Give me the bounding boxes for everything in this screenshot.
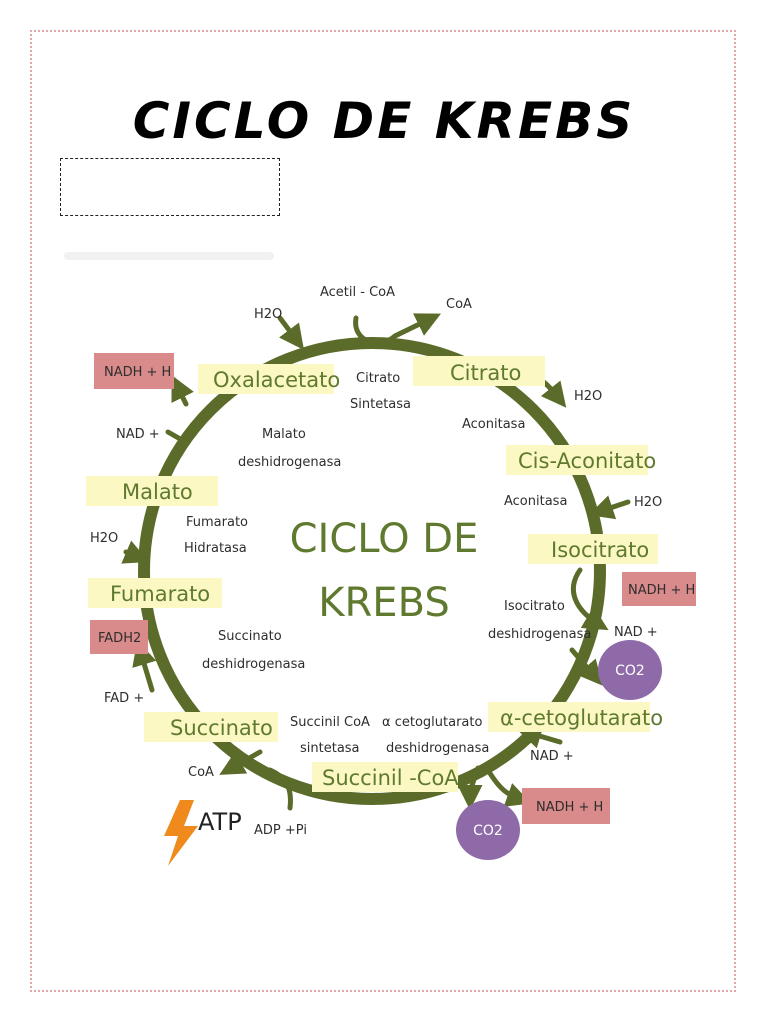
co2-alfa-label: CO2 [473,823,503,839]
oxalacetato-label: Oxalacetato [213,368,340,392]
h2o-fumarato-label: H2O [90,531,118,546]
page-border [30,30,736,992]
enzyme-isocitrato-dh-2: deshidrogenasa [488,627,591,642]
co2-iso-label: CO2 [615,663,645,679]
malato-label: Malato [122,480,193,504]
malato-box [86,476,218,506]
cis-aconitato-box [506,445,648,475]
enzyme-citrato-sintetasa-1: Citrato [356,371,400,386]
h2o-cis-label: H2O [634,495,662,510]
nad-alfa-label: NAD + [530,749,574,764]
fumarato-label: Fumarato [110,582,210,606]
succinato-box [144,712,278,742]
citrato-box [413,356,545,386]
coa-succ-label: CoA [188,765,214,780]
co2-iso-circle [598,640,662,700]
fadh2-label: FADH2 [98,631,141,646]
cycle-arrows [121,313,631,811]
fad-label: FAD + [104,691,144,706]
coa-top-label: CoA [446,297,472,312]
h2o-top-left-label: H2O [254,307,282,322]
page-title: CICLO DE KREBS [132,92,636,150]
enzyme-aconitasa-2: Aconitasa [504,494,567,509]
nad-iso-label: NAD + [614,625,658,640]
enzyme-aconitasa-1: Aconitasa [462,417,525,432]
alfa-cetoglutarato-box [488,702,650,732]
center-title-line2: KREBS [318,580,449,626]
enzyme-succinato-dh-1: Succinato [218,629,282,644]
isocitrato-label: Isocitrato [551,538,649,562]
nadh-alfa-label: NADH + H [536,800,603,815]
isocitrato-box [528,534,658,564]
acetil-coa-label: Acetil - CoA [320,285,395,300]
enzyme-succinil-coa-sintetasa-2: sintetasa [300,741,360,756]
enzyme-fumarato-hidratasa-2: Hidratasa [184,541,247,556]
enzyme-malato-dh-1: Malato [262,427,306,442]
enzyme-alfa-cetoglutarato-dh-2: deshidrogenasa [386,741,489,756]
h2o-citrato-label: H2O [574,389,602,404]
nadh-oxal-box [94,353,174,389]
enzyme-succinil-coa-sintetasa-1: Succinil CoA [290,715,370,730]
nadh-oxal-label: NADH + H [104,365,171,380]
atp-label: ATP [198,808,242,836]
fumarato-box [88,578,222,608]
co2-alfa-circle [456,800,520,860]
enzyme-citrato-sintetasa-2: Sintetasa [350,397,411,412]
fadh2-box [90,620,148,654]
enzyme-fumarato-hidratasa-1: Fumarato [186,515,248,530]
enzyme-alfa-cetoglutarato-dh-1: α cetoglutarato [382,715,482,730]
nadh-iso-label: NADH + H [628,583,695,598]
succinil-coa-label: Succinil -CoA [322,766,459,790]
citrato-label: Citrato [450,361,521,385]
cis-aconitato-label: Cis-Aconitato [518,449,656,473]
oxalacetato-box [198,364,334,394]
nadh-alfa-box [522,788,610,824]
nad-oxal-label: NAD + [116,427,160,442]
nadh-iso-box [622,572,696,606]
adp-label: ADP +Pi [254,823,307,838]
enzyme-succinato-dh-2: deshidrogenasa [202,657,305,672]
alfa-cetoglutarato-label: α-cetoglutarato [500,706,663,730]
center-title-line1: CICLO DE [290,516,479,562]
faint-line [64,252,274,260]
enzyme-malato-dh-2: deshidrogenasa [238,455,341,470]
empty-dashed-box [60,158,280,216]
succinil-coa-box [312,762,458,792]
lightning-bolt-icon [164,800,198,866]
succinato-label: Succinato [170,716,273,740]
enzyme-isocitrato-dh-1: Isocitrato [504,599,565,614]
